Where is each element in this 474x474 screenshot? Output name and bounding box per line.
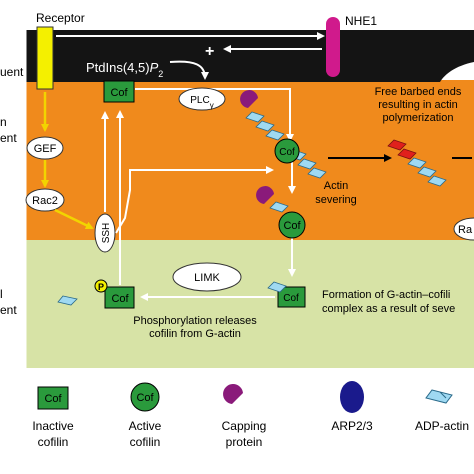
inactive-cofilin-top-label: Cof [110,87,128,99]
ptdins-label: PtdIns(4,5)P2 [86,60,163,79]
inactive-cofilin-icon [37,386,69,410]
actin-filament-severing [245,111,327,179]
barbed-ends-line-2: resulting in actin [378,99,458,111]
region-label-cortex-a: n [0,115,7,129]
limk-node [172,262,242,292]
active-cofilin-mid [278,211,306,239]
rac-right-node [453,217,474,241]
ssh-to-active-cof-arrow [115,166,274,234]
ssh-label: SSH [101,223,112,244]
actin-severing-label-2: severing [315,194,357,206]
plc-label: PLCγ [190,95,213,110]
barbed-ends-line-1: Free barbed ends [375,86,462,98]
actin-severing-label-1: Actin [324,180,348,192]
actin-fragment [269,201,289,213]
barbed-ends-line-3: polymerization [383,112,454,124]
active-cofilin-icon [130,382,160,412]
plc-node [178,87,226,111]
rac2-to-ssh-arrow [54,208,94,230]
capping-protein-severing [240,90,258,108]
cortex-region [26,80,474,240]
gef-node [26,136,64,160]
polymerizing-filament [387,139,447,187]
plus-sign: + [205,43,214,60]
active-cofilin-severing [274,138,300,164]
released-actin-monomer [57,295,78,306]
inactive-cofilin-top [103,80,135,103]
rac-right-label: Ra [458,224,473,236]
receptor-icon [36,26,54,90]
phospho-text-1: Phosphorylation releases [133,315,257,327]
region-label-membrane: uent [0,65,24,79]
membrane-band [26,30,474,82]
formation-text-1: Formation of G-actin–cofili [322,289,450,301]
rac2-node [25,188,65,212]
rac2-label: Rac2 [32,195,58,207]
capping-protein-icon [223,384,243,404]
legend-active-line2: cofilin [130,435,161,449]
region-label-cyto-b: ent [0,303,17,317]
legend-capping-line2: protein [226,435,263,449]
active-cofilin-mid-label: Cof [283,220,301,232]
capping-protein-fragment [256,186,274,204]
phospho-cofilin-label: Cof [111,293,129,305]
cofilin-actin-complex-label: Cof [283,293,299,304]
legend-adp-line1: ADP-actin [415,419,469,433]
active-cofilin-severing-label: Cof [279,147,295,158]
legend-active-glyph: Cof [136,392,154,404]
legend: Cof Inactive cofilin Cof Active cofilin … [32,381,469,449]
cytoplasm-region [26,238,474,368]
pip2-to-cortex-arrow [169,60,209,80]
phosphate-label: P [98,282,104,292]
cof-to-severing-arrow [135,88,294,142]
legend-capping-line1: Capping [222,419,267,433]
nhe1-label: NHE1 [345,14,377,28]
gef-label: GEF [34,143,57,155]
region-label-cortex-b: ent [0,131,17,145]
ssh-node [94,213,116,253]
legend-active-line1: Active [129,419,162,433]
legend-arp-line1: ARP2/3 [331,419,373,433]
formation-text-2: complex as a result of seve [322,303,455,315]
arp23-icon [340,381,364,413]
adp-actin-icon [425,389,453,404]
legend-inactive-glyph: Cof [44,393,62,405]
legend-inactive-line2: cofilin [38,435,69,449]
phospho-text-2: cofilin from G-actin [149,328,241,340]
limk-label: LIMK [194,272,220,284]
phospho-cofilin [104,286,135,309]
region-label-cyto-a: l [0,287,3,301]
legend-inactive-line1: Inactive [32,419,74,433]
nhe1-icon [326,17,340,77]
phosphate-icon [94,279,108,293]
complex-actin-monomer [267,281,287,293]
receptor-label: Receptor [36,11,85,25]
cofilin-actin-complex [277,286,306,308]
